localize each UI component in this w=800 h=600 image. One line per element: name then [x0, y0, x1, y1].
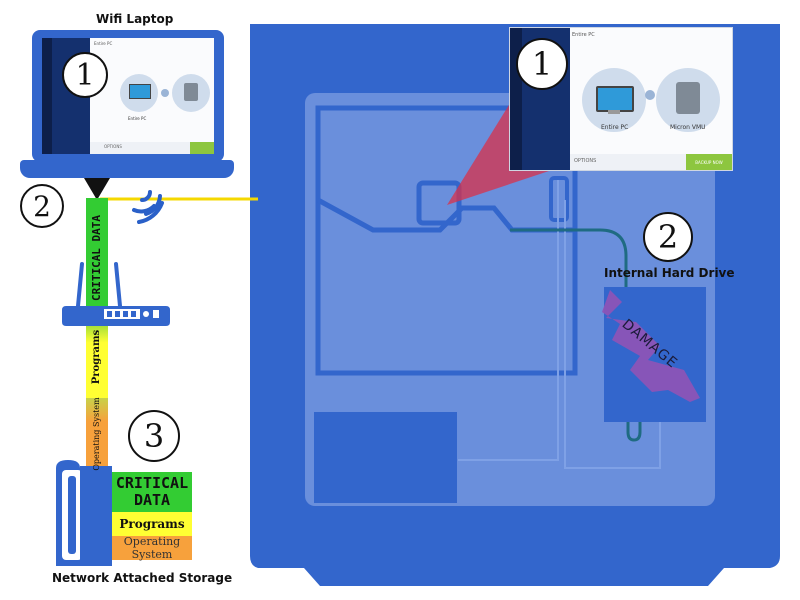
monitor-icon: [129, 84, 151, 99]
laptop-title: Wifi Laptop: [96, 12, 174, 26]
cpu-socket: [416, 180, 462, 226]
wifi-icon: [132, 190, 164, 224]
hard-drive-icon: [676, 82, 700, 114]
power-supply: [314, 412, 457, 503]
laptop-step-badge: 1: [62, 52, 108, 98]
sata-cable: [564, 200, 661, 469]
monitor-icon: [596, 86, 634, 112]
drive-step-badge: 2: [643, 212, 693, 262]
nas-stack-os: Operating System: [112, 535, 192, 561]
monitor-stand: [608, 110, 620, 114]
desktop-source-label: Entire PC: [601, 124, 629, 131]
laptop-base: [20, 160, 234, 178]
desktop-backup-button[interactable]: BACKUP NOW: [686, 154, 732, 170]
nas-device-icon: [56, 460, 112, 566]
laptop-lid: Entire PC Entire PC OPTIONS: [32, 30, 224, 162]
laptop-app-footer: [90, 142, 214, 154]
nas-stack-programs: Programs: [112, 512, 192, 536]
nas-stack-critical: CRITICAL DATA: [112, 472, 192, 512]
drive-loop-cable: [626, 420, 642, 442]
desktop-destination-label: Micron VMU: [670, 124, 706, 131]
nas-title: Network Attached Storage: [52, 571, 233, 585]
desktop-destination-circle[interactable]: [656, 68, 720, 132]
pipe-os-label: Operating System: [92, 397, 101, 471]
router-icon: [62, 262, 170, 326]
network-step-badge: 2: [20, 184, 64, 228]
pipe-programs-label: Programs: [91, 329, 102, 385]
motherboard: [315, 105, 578, 376]
laptop-app-window: Entire PC Entire PC OPTIONS: [42, 38, 214, 154]
pipe-os-segment: [86, 398, 108, 476]
power-cable: [458, 180, 559, 461]
desktop-source-circle[interactable]: [582, 68, 646, 132]
nas-step-badge: 3: [128, 410, 180, 462]
pipe-critical-label: CRITICAL DATA: [90, 214, 103, 302]
laptop-source-circle[interactable]: [120, 74, 158, 112]
desktop-app-window: Entire PC Entire PC Micron VMU OPTIONS B…: [510, 28, 732, 170]
hard-drive-icon: [184, 83, 198, 101]
pipe-critical-segment: [86, 198, 108, 320]
desktop-app-breadcrumb: Entire PC: [572, 32, 595, 38]
pipe-programs-segment: [86, 318, 108, 400]
desktop-window-step-badge: 1: [516, 38, 568, 90]
drive-data-cable: [510, 228, 628, 288]
laptop-arrow-dot: [161, 89, 169, 97]
arrow-down-icon: [84, 178, 110, 200]
drive-title: Internal Hard Drive: [604, 266, 735, 280]
laptop-backup-button[interactable]: [190, 142, 214, 154]
laptop-destination-circle[interactable]: [172, 74, 210, 112]
laptop-app-breadcrumb: Entire PC: [94, 41, 113, 46]
damage-mark: [602, 290, 700, 402]
desktop-arrow-dot: [645, 90, 655, 100]
laptop-source-label: Entire PC: [128, 116, 147, 121]
laptop-app-rail: [42, 38, 52, 154]
desktop-options-link[interactable]: OPTIONS: [574, 158, 597, 164]
laptop-options-link[interactable]: OPTIONS: [104, 144, 122, 149]
